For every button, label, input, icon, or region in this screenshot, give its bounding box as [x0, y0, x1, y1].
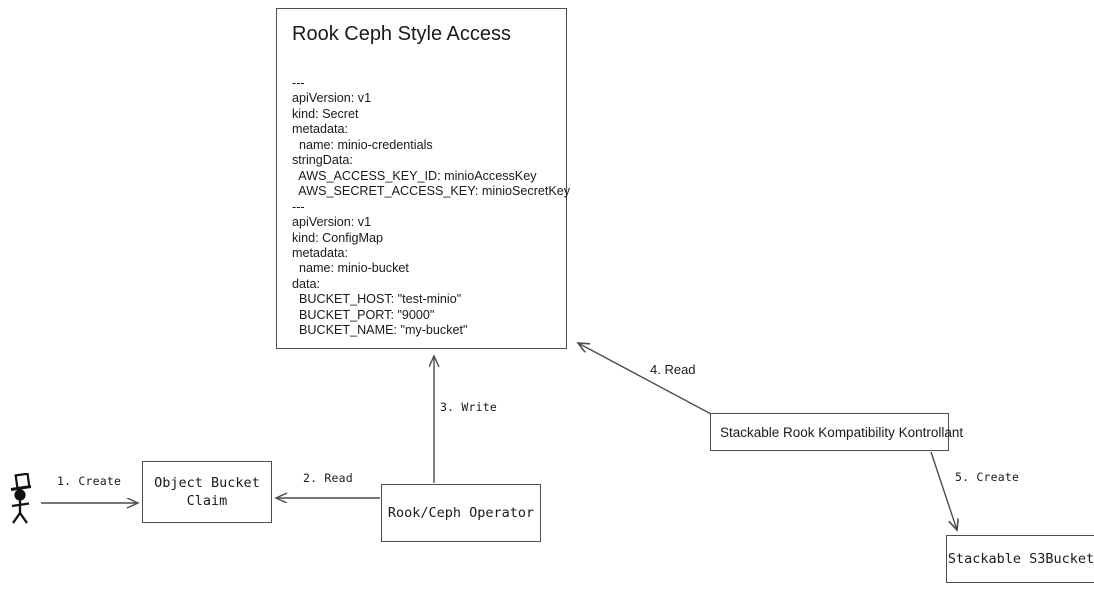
node-stackable-s3bucket[interactable]: Stackable S3Bucket — [946, 535, 1094, 583]
edge-label-2-read: 2. Read — [303, 471, 353, 485]
actor-stick-figure — [5, 472, 45, 525]
yaml-card-title: Rook Ceph Style Access — [292, 23, 511, 45]
edge-label-4-read: 4. Read — [650, 362, 696, 377]
rook-ceph-style-access-card[interactable]: Rook Ceph Style Access --- apiVersion: v… — [276, 8, 571, 349]
yaml-card-body: --- apiVersion: v1 kind: Secret metadata… — [292, 76, 571, 338]
stick-figure-with-top-hat-icon — [10, 472, 32, 524]
edge-label-3-write: 3. Write — [440, 400, 497, 414]
node-stackable-rook-kompatibility-kontrollant[interactable]: Stackable Rook Kompatibility Kontrollant — [710, 413, 963, 451]
node-rook-ceph-operator[interactable]: Rook/Ceph Operator — [381, 484, 541, 542]
node-object-bucket-claim[interactable]: Object Bucket Claim — [142, 461, 272, 523]
edge-5-create — [930, 451, 957, 530]
edge-label-1-create: 1. Create — [57, 474, 122, 488]
edge-4-read — [578, 343, 712, 415]
edge-label-5-create: 5. Create — [955, 470, 1020, 484]
